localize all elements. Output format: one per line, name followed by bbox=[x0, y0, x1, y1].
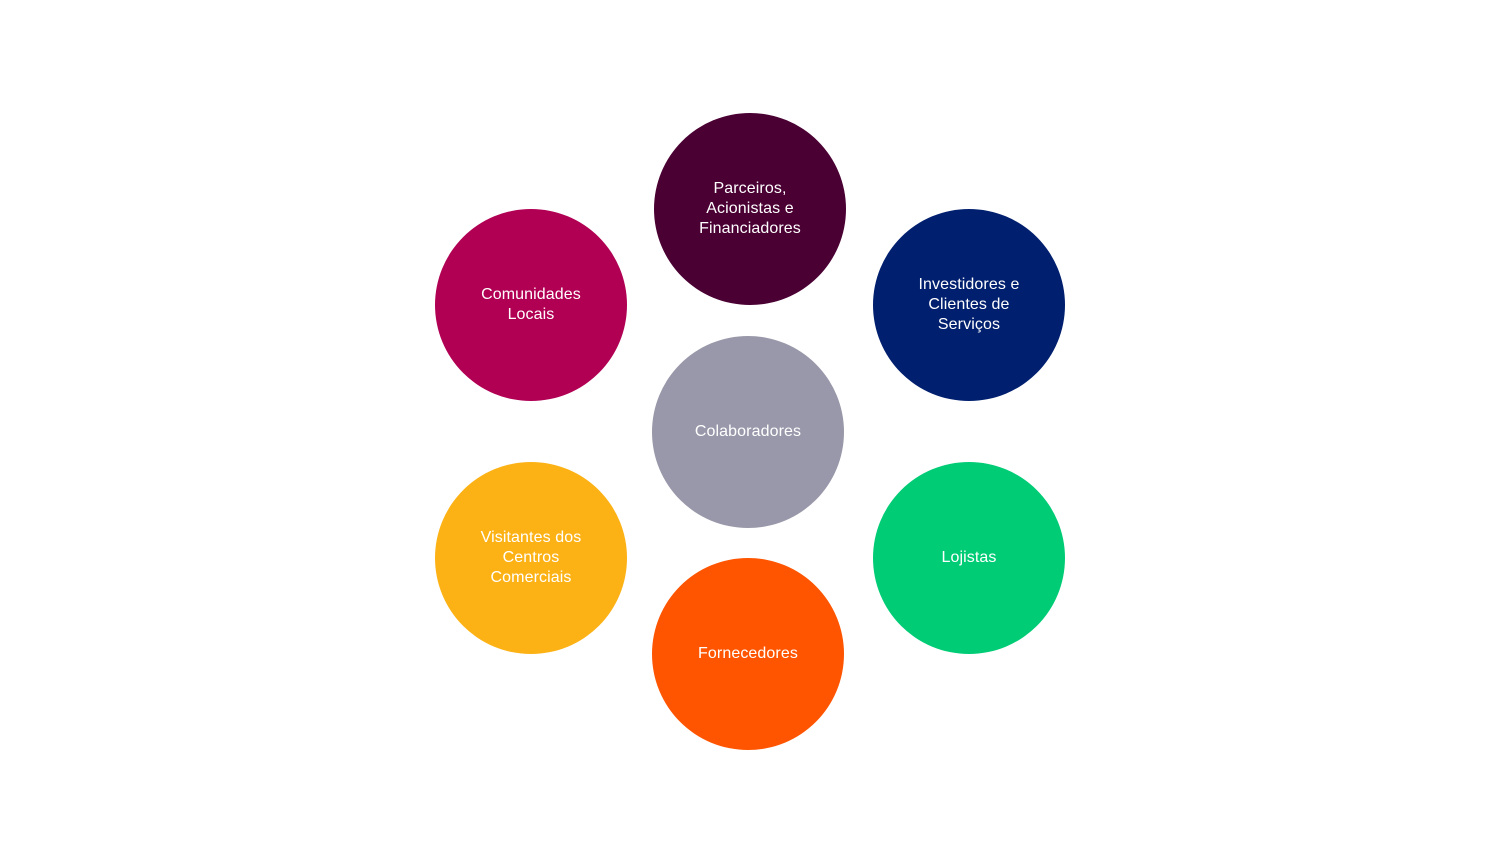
stakeholder-label: Visitantes dos Centros Comerciais bbox=[480, 529, 582, 586]
stakeholder-label: Investidores e Clientes de Serviços bbox=[918, 276, 1020, 333]
stakeholder-label: Lojistas bbox=[941, 549, 997, 566]
stakeholder-circle-fornecedores: Fornecedores bbox=[652, 558, 844, 750]
stakeholder-circle-investidores: Investidores e Clientes de Serviços bbox=[873, 209, 1065, 401]
stakeholder-circle-comunidades: Comunidades Locais bbox=[435, 209, 627, 401]
stakeholder-circle-visitantes: Visitantes dos Centros Comerciais bbox=[435, 462, 627, 654]
stakeholder-circle-lojistas: Lojistas bbox=[873, 462, 1065, 654]
stakeholder-circle-colaboradores: Colaboradores bbox=[652, 336, 844, 528]
stakeholder-label: Colaboradores bbox=[694, 423, 802, 440]
stakeholder-label: Comunidades Locais bbox=[481, 286, 581, 323]
stakeholder-label: Fornecedores bbox=[698, 645, 798, 662]
stakeholder-circle-parceiros: Parceiros, Acionistas e Financiadores bbox=[654, 113, 846, 305]
stakeholder-label: Parceiros, Acionistas e Financiadores bbox=[699, 180, 801, 237]
